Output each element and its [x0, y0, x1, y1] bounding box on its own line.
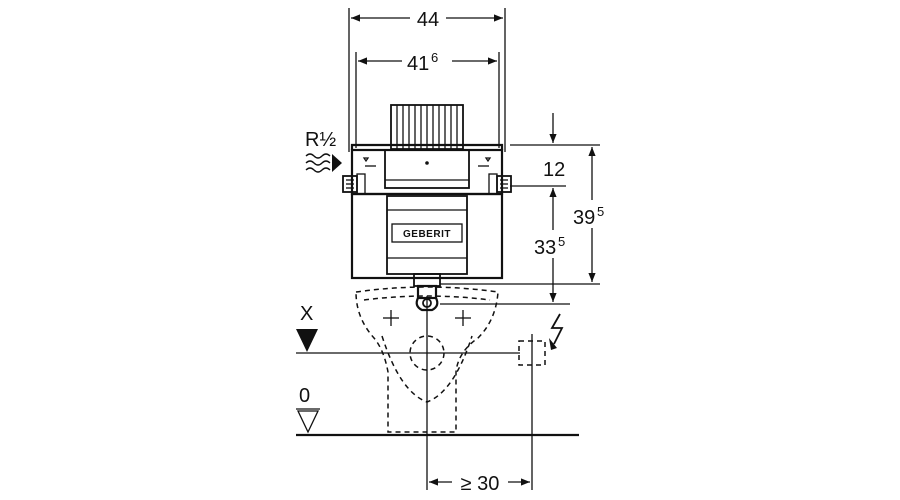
marker-x-label: X: [300, 303, 313, 325]
fixing-point-right: [455, 310, 471, 326]
brand-logo: GEBERIT: [391, 223, 463, 243]
dim-label-33-sup: 5: [558, 234, 565, 249]
marker-x: X: [296, 303, 520, 354]
brand-logo-text: GEBERIT: [403, 229, 451, 240]
dimension-clearance: ≥ 30: [429, 468, 530, 495]
floor-level-label: 0: [299, 385, 310, 407]
water-waves-icon: [305, 153, 342, 173]
side-bracket-right: [488, 173, 512, 195]
wc-bowl: [355, 286, 499, 490]
dim-label-41-sup: 6: [431, 50, 438, 65]
dim-label-33: 33: [534, 237, 556, 259]
supply-label: R½: [305, 129, 336, 151]
cistern: GEBERIT: [342, 104, 512, 312]
electrical-box: [518, 313, 564, 490]
lightning-icon: [549, 313, 564, 350]
dim-label-12: 12: [543, 159, 565, 181]
fixing-point-left: [383, 310, 399, 326]
floor-level: 0: [296, 385, 579, 437]
dim-label-41: 41: [407, 53, 429, 75]
dimension-inner-width: 41 6: [355, 48, 500, 148]
dim-label-44: 44: [417, 9, 439, 31]
cistern-grille: [396, 105, 458, 149]
supply-connection: R½: [305, 129, 342, 173]
dim-label-39: 39: [573, 207, 595, 229]
side-bracket-left: [342, 173, 366, 195]
dimension-right-heights: 12 33 5 39 5: [440, 113, 613, 305]
dim-label-39-sup: 5: [597, 204, 604, 219]
dim-label-clearance: ≥ 30: [461, 473, 500, 495]
dimension-top-width: 44: [348, 6, 506, 152]
level-triangle-icon: [296, 408, 320, 434]
